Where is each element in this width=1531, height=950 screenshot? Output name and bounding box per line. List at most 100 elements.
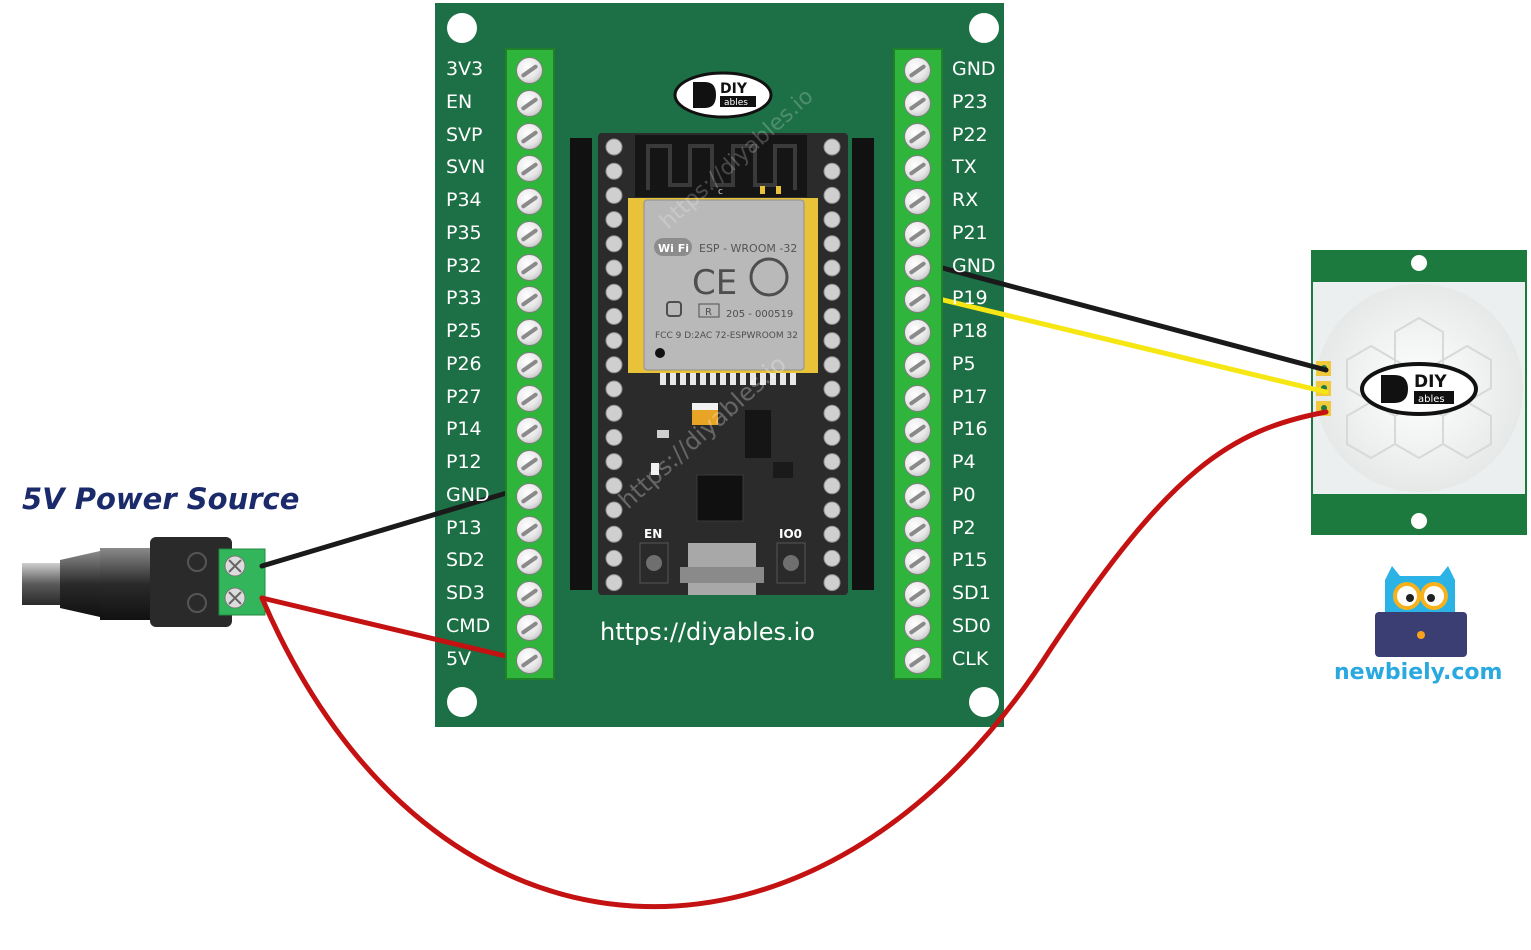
terminal-screw [516,89,543,117]
board-logo-bottom: ables [724,98,748,108]
devkit-pin-ring [605,501,623,519]
terminal-screw [516,548,543,576]
devkit-pin-ring [823,138,841,156]
module-pad [720,373,726,385]
antenna-pad [776,186,781,194]
pin-label-left: P13 [446,516,482,539]
devkit-pin-ring [823,404,841,422]
mount-hole-bl [447,687,477,717]
devkit-pin-ring [605,138,623,156]
barrel-collar [100,548,152,620]
mount-hole-br [969,687,999,717]
wire-gnd-power [259,489,513,569]
devkit-pin-ring [823,162,841,180]
pin-label-right: P5 [952,352,976,375]
terminal-screw [904,57,931,84]
module-pad [660,373,666,385]
board-logo-band [720,96,756,107]
power-source-title: 5V Power Source [22,482,300,516]
devkit-pin-ring [605,549,623,567]
terminal-screw [904,319,931,346]
fcc-id: FCC 9 D:2AC 72-ESPWROOM 32 [655,331,798,341]
terminal-screw [904,89,931,117]
sensor-logo-band [1414,391,1454,404]
module-pad [670,373,676,385]
terminal-screw-minus-slot [228,559,242,573]
usb-uart-chip [696,474,744,522]
terminal-screw [904,351,931,379]
pin-label-left: SD2 [446,549,485,572]
devkit-pin-ring [605,307,623,325]
devkit-pin-ring [823,211,841,229]
terminal-screw-plus-slot [228,591,242,605]
devkit-pin-ring [823,501,841,519]
module-pad [750,373,756,385]
jack-housing [150,537,232,627]
devkit-pin-ring [605,380,623,398]
devkit-pin-ring [605,332,623,350]
regulator [745,410,771,458]
module-pad [690,373,696,385]
cert-icon [666,301,682,317]
module-name: ESP - WROOM -32 [699,242,797,255]
pin-label-right: TX [952,156,977,179]
sensor-logo-top: DIY [1414,372,1447,392]
terminal-screw [904,155,931,183]
sensor-hole-bottom [1411,513,1427,529]
pin-label-left: SVP [446,123,483,146]
ce-mark: CE [692,263,737,303]
plus-mark-icon [187,593,207,613]
pin-label-left: SD3 [446,582,485,604]
terminal-screw [516,155,543,183]
wires [259,263,1329,910]
pin1-dot [655,348,665,358]
terminal-screw [904,581,931,608]
antenna-pad [760,186,765,194]
devkit-pin-ring [605,162,623,180]
terminal-screw [904,417,931,445]
mount-hole-tl [447,13,477,43]
laptop-dot [1417,631,1425,639]
io0-label: IO0 [779,527,802,541]
terminal-block-right [893,48,943,680]
devkit-pin-ring [605,283,623,301]
devkit-pin-ring [823,307,841,325]
devkit-pin-ring [823,525,841,543]
pin-label-left: EN [446,90,473,113]
module-pad [710,373,716,385]
devkit-pin-ring [823,574,841,592]
terminal-screw [516,384,543,412]
devkit-pin-ring [605,211,623,229]
c-mark: c [718,187,723,197]
pin-label-right: P23 [952,90,988,113]
wifi-logo [654,238,692,256]
newbiely-mascot [1375,566,1467,657]
devkit-pin-ring [823,259,841,277]
newbiely-brand: newbiely.com [1334,660,1503,685]
terminal-screw [516,646,543,674]
terminal-screw [516,581,543,608]
module-pad [760,373,766,385]
terminal-screw [516,613,543,641]
devkit-pin-ring [823,549,841,567]
terminal-screw [516,220,543,248]
devkit-pin-ring [823,332,841,350]
terminal-screw [516,515,543,543]
mount-hole-tr [969,13,999,43]
devkit-pin-ring [823,283,841,301]
devkit-pin-ring [823,380,841,398]
minus-mark-icon [187,552,207,572]
pin-label-right: P18 [952,320,988,342]
smd-part [657,430,669,438]
transistor [773,462,793,478]
devkit-pin-ring [823,428,841,446]
pin-label-right: CLK [952,647,989,670]
antenna-trace [646,144,797,190]
r-mark: R [705,307,712,318]
sensor-logo-mark [1381,375,1408,403]
terminal-screw [904,515,931,543]
terminal-screw [516,482,543,510]
pin-label-right: P19 [952,287,988,310]
terminal-screw [904,253,931,281]
